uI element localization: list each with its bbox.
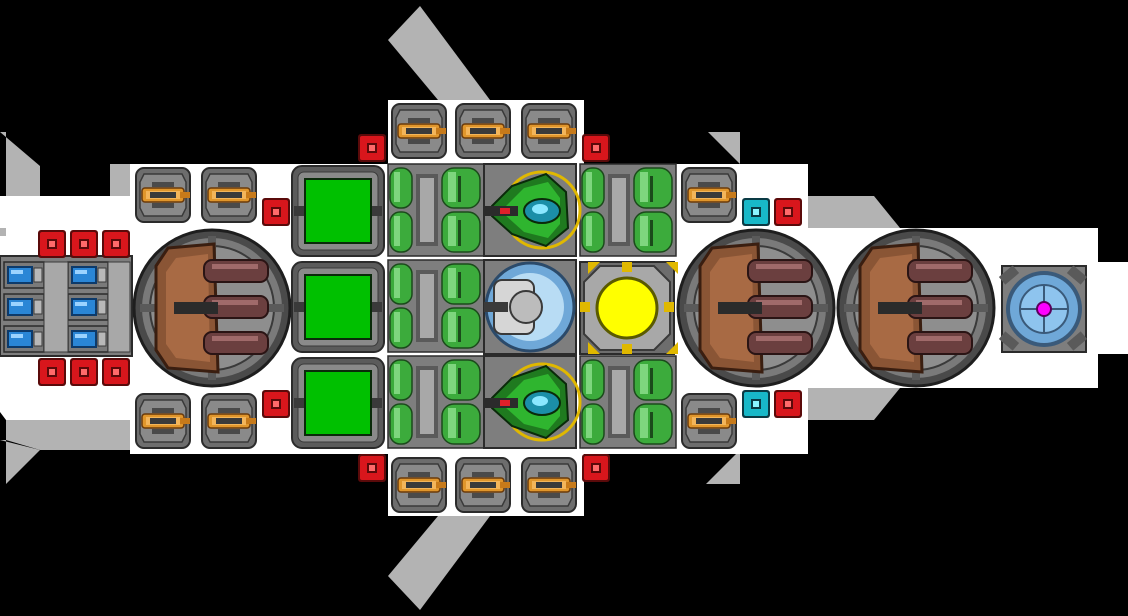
red-armor-icon[interactable]: [70, 230, 98, 258]
red-armor-icon[interactable]: [38, 358, 66, 386]
armor-plating: [0, 228, 6, 236]
blaster-icon[interactable]: [135, 393, 191, 449]
cyan-block-icon[interactable]: [742, 390, 770, 418]
energy-cell-icon[interactable]: [3, 325, 45, 353]
laser-turret-icon[interactable]: [482, 162, 582, 258]
red-armor-icon[interactable]: [358, 454, 386, 482]
red-armor-icon[interactable]: [774, 198, 802, 226]
red-armor-icon[interactable]: [70, 358, 98, 386]
cargo-icon[interactable]: [291, 165, 385, 257]
red-armor-icon[interactable]: [262, 198, 290, 226]
fuel-tank-icon[interactable]: [579, 163, 677, 257]
blaster-icon[interactable]: [681, 393, 737, 449]
laser-turret-icon[interactable]: [482, 354, 582, 450]
fuel-tank-icon[interactable]: [387, 163, 485, 257]
cargo-icon[interactable]: [291, 261, 385, 353]
red-armor-icon[interactable]: [582, 134, 610, 162]
blaster-icon[interactable]: [681, 167, 737, 223]
fuel-tank-icon[interactable]: [387, 259, 485, 353]
thruster-bank[interactable]: [0, 255, 133, 357]
energy-cell-icon[interactable]: [3, 293, 45, 321]
blaster-icon[interactable]: [391, 457, 447, 513]
energy-cell-icon[interactable]: [67, 325, 109, 353]
blaster-icon[interactable]: [455, 103, 511, 159]
red-armor-icon[interactable]: [102, 230, 130, 258]
warp-drive-icon[interactable]: [998, 265, 1088, 353]
fuel-tank-icon[interactable]: [387, 355, 485, 449]
red-armor-icon[interactable]: [582, 454, 610, 482]
fuel-tank-icon[interactable]: [579, 355, 677, 449]
reactor-icon[interactable]: [579, 261, 678, 355]
red-armor-icon[interactable]: [774, 390, 802, 418]
blaster-icon[interactable]: [201, 393, 257, 449]
red-armor-icon[interactable]: [102, 358, 130, 386]
energy-cell-icon[interactable]: [3, 261, 45, 289]
cannon-turret-icon[interactable]: [132, 228, 292, 388]
cannon-turret-icon[interactable]: [836, 228, 996, 388]
red-armor-icon[interactable]: [262, 390, 290, 418]
cargo-icon[interactable]: [291, 357, 385, 449]
cannon-turret-icon[interactable]: [676, 228, 836, 388]
blaster-icon[interactable]: [521, 457, 577, 513]
blaster-icon[interactable]: [201, 167, 257, 223]
blaster-icon[interactable]: [455, 457, 511, 513]
red-armor-icon[interactable]: [358, 134, 386, 162]
energy-cell-icon[interactable]: [67, 261, 109, 289]
blaster-icon[interactable]: [391, 103, 447, 159]
energy-cell-icon[interactable]: [67, 293, 109, 321]
cyan-block-icon[interactable]: [742, 198, 770, 226]
cockpit-icon[interactable]: [483, 259, 577, 355]
blaster-icon[interactable]: [521, 103, 577, 159]
blaster-icon[interactable]: [135, 167, 191, 223]
red-armor-icon[interactable]: [38, 230, 66, 258]
